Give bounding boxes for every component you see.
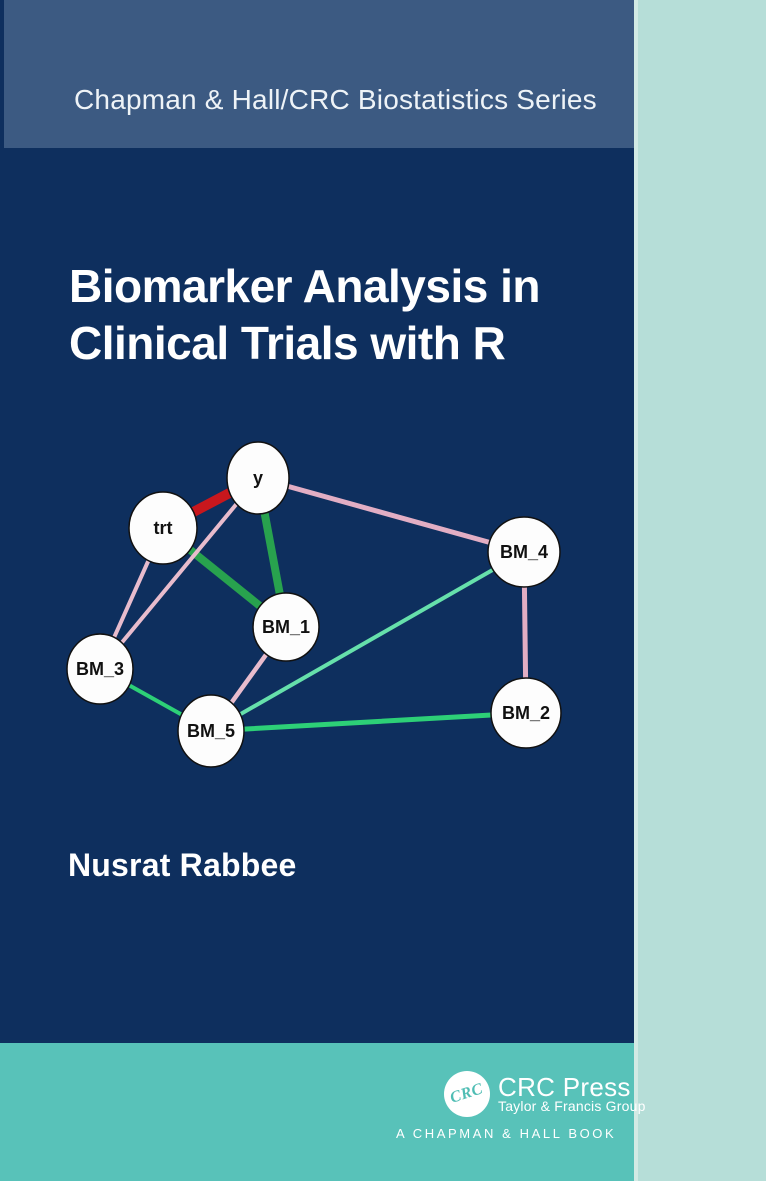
node-BM_1: BM_1: [252, 592, 320, 662]
book-title: Biomarker Analysis in Clinical Trials wi…: [69, 258, 541, 372]
chapman-hall-book-line: A CHAPMAN & HALL BOOK: [396, 1126, 617, 1141]
node-BM_2: BM_2: [490, 677, 562, 749]
node-label-BM_2: BM_2: [502, 703, 550, 723]
title-line-1: Biomarker Analysis in: [69, 260, 541, 312]
publisher-name: CRC Press: [498, 1072, 631, 1102]
node-circle-trt: [128, 491, 198, 565]
series-band: [4, 0, 634, 148]
edge-BM_5-BM_4: [209, 550, 526, 733]
crc-logo-text: CRC: [448, 1080, 486, 1107]
node-BM_5: BM_5: [177, 694, 245, 768]
node-label-BM_3: BM_3: [76, 659, 124, 679]
edge-y-BM_4: [255, 475, 527, 555]
node-BM_4: BM_4: [487, 516, 561, 588]
node-circle-BM_1: [252, 592, 320, 662]
node-BM_3: BM_3: [66, 633, 134, 705]
node-trt: trt: [128, 491, 198, 565]
crc-logo: CRC: [444, 1071, 490, 1117]
edge-y-BM_3: [98, 476, 260, 671]
node-label-BM_5: BM_5: [187, 721, 235, 741]
edge-BM_5-BM_2: [208, 710, 529, 734]
node-label-trt: trt: [154, 518, 173, 538]
right-teal-strip-edge: [634, 0, 638, 1181]
series-title: Chapman & Hall/CRC Biostatistics Series: [74, 84, 597, 115]
title-line-2: Clinical Trials with R: [69, 317, 506, 369]
node-circle-BM_4: [487, 516, 561, 588]
node-circle-BM_2: [490, 677, 562, 749]
node-y: y: [226, 441, 290, 515]
node-circle-BM_5: [177, 694, 245, 768]
node-label-y: y: [253, 468, 263, 488]
node-circle-y: [226, 441, 290, 515]
author-name: Nusrat Rabbee: [68, 847, 297, 883]
node-label-BM_4: BM_4: [500, 542, 548, 562]
right-teal-strip: [634, 0, 766, 1181]
publisher-band: [0, 1043, 634, 1181]
node-label-BM_1: BM_1: [262, 617, 310, 637]
publisher-group: Taylor & Francis Group: [498, 1098, 646, 1114]
node-circle-BM_3: [66, 633, 134, 705]
